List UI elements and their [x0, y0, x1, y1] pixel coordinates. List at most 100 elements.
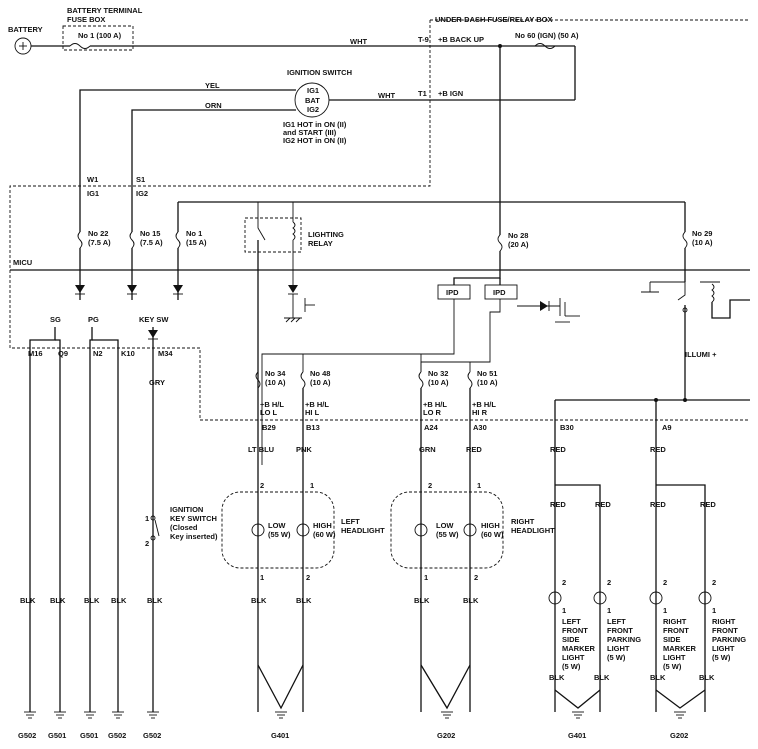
relay-coil — [292, 221, 296, 241]
b30-pin: B30 — [560, 423, 574, 432]
left-headlight-label-1: LEFT — [341, 517, 360, 526]
illumi-relay — [641, 248, 750, 400]
hl-lo-r-2: LO R — [423, 408, 441, 417]
fuse-100a-symbol — [69, 43, 91, 49]
red-wire-a9: RED — [650, 445, 666, 454]
m34-pin: M34 — [158, 349, 173, 358]
hl-hi-l-2: HI L — [305, 408, 320, 417]
fuse34-amp: (10 A) — [265, 378, 286, 387]
blk-wire-4: BLK — [111, 596, 127, 605]
ignition-key-switch-label-3: (Closed — [170, 523, 198, 532]
micu-label: MICU — [13, 258, 32, 267]
lighting-relay-label-2: RELAY — [308, 239, 333, 248]
ground-g202-b: G202 — [670, 731, 688, 740]
bat-terminal: BAT — [305, 96, 320, 105]
battery-label: BATTERY — [8, 25, 43, 34]
fuse-no60-label: No 60 (IGN) (50 A) — [515, 31, 579, 40]
lpk-label-3: PARKING — [607, 635, 641, 644]
left-low-label: LOW — [268, 521, 286, 530]
ig-note-line1: IG1 HOT in ON (II) — [283, 120, 347, 129]
rsm-pin1: 1 — [663, 606, 667, 615]
q9-pin: Q9 — [58, 349, 68, 358]
ignition-key-switch — [150, 515, 160, 541]
pg-label: PG — [88, 315, 99, 324]
right-hl-pin2: 2 — [428, 481, 432, 490]
blk-wire-5: BLK — [147, 596, 163, 605]
lsm-label-1: LEFT — [562, 617, 581, 626]
blk-wire-10: BLK — [549, 673, 565, 682]
red-wire-right-marker: RED — [650, 500, 666, 509]
fuse51-amp: (10 A) — [477, 378, 498, 387]
fuse48-no: No 48 — [310, 369, 330, 378]
k10-pin: K10 — [121, 349, 135, 358]
fuse15-no: No 15 — [140, 229, 160, 238]
fuse-15 — [129, 231, 135, 249]
left-high-watt: (60 W) — [313, 530, 336, 539]
fuse22-amp: (7.5 A) — [88, 238, 111, 247]
rsm-pin2: 2 — [663, 578, 667, 587]
diode-ig1 — [75, 248, 85, 300]
lpk-label-1: LEFT — [607, 617, 626, 626]
hl-lo-l-2: LO L — [260, 408, 277, 417]
fuse34-no: No 34 — [265, 369, 286, 378]
fuse-51 — [467, 371, 473, 389]
ignition-key-switch-label-4: Key inserted) — [170, 532, 218, 541]
blk-wire-3: BLK — [84, 596, 100, 605]
rpk-label-5: (5 W) — [712, 653, 731, 662]
left-parking-bulb — [593, 591, 607, 605]
sg-label: SG — [50, 315, 61, 324]
left-low-bulb — [251, 523, 265, 537]
lighting-relay-label-1: LIGHTING — [308, 230, 344, 239]
left-hl-pin1: 1 — [310, 481, 314, 490]
rsm-label-5: LIGHT — [663, 653, 686, 662]
blk-wire-2: BLK — [50, 596, 66, 605]
lpk-label-5: (5 W) — [607, 653, 626, 662]
red-wire-left-parking: RED — [595, 500, 611, 509]
ground-g202-a: G202 — [437, 731, 455, 740]
fuse32-no: No 32 — [428, 369, 448, 378]
a30-pin: A30 — [473, 423, 487, 432]
relay-transistor — [284, 285, 315, 323]
ipd-2-label: IPD — [493, 288, 506, 297]
left-low-watt: (55 W) — [268, 530, 291, 539]
rpk-label-4: LIGHT — [712, 644, 735, 653]
ground-g501-b: G501 — [80, 731, 98, 740]
hl-lo-r-1: +B H/L — [423, 400, 447, 409]
ig-note-line3: IG2 HOT in ON (II) — [283, 136, 347, 145]
key-switch-pin-2: 2 — [145, 539, 149, 548]
b29-pin: B29 — [262, 423, 276, 432]
a9-pin: A9 — [662, 423, 672, 432]
pnk-wire: PNK — [296, 445, 312, 454]
t9-pin: T-9 — [418, 35, 429, 44]
lpk-pin1: 1 — [607, 606, 611, 615]
right-low-watt: (55 W) — [436, 530, 459, 539]
hl-lo-l-1: +B H/L — [260, 400, 284, 409]
fuse48-amp: (10 A) — [310, 378, 331, 387]
n2-pin: N2 — [93, 349, 103, 358]
left-headlight-label-2: HEADLIGHT — [341, 526, 385, 535]
right-high-watt: (60 W) — [481, 530, 504, 539]
ipd-diode — [540, 301, 548, 311]
gry-wire: GRY — [149, 378, 165, 387]
left-high-label: HIGH — [313, 521, 332, 530]
rpk-pin2: 2 — [712, 578, 716, 587]
fuse-48 — [300, 371, 306, 389]
ground-g502-b: G502 — [108, 731, 126, 740]
lpk-pin2: 2 — [607, 578, 611, 587]
left-side-marker-bulb — [548, 591, 562, 605]
hl-hi-r-1: +B H/L — [472, 400, 496, 409]
fuse-no60-symbol — [534, 43, 556, 49]
yel-wire-label: YEL — [205, 81, 220, 90]
rpk-label-2: FRONT — [712, 626, 738, 635]
hl-hi-l-1: +B H/L — [305, 400, 329, 409]
key-switch-pin-1: 1 — [145, 514, 149, 523]
under-dash-box-title: UNDER-DASH FUSE/RELAY BOX — [435, 15, 553, 24]
illumi-label: ILLUMI + — [685, 350, 717, 359]
fuse-29 — [682, 231, 688, 249]
right-high-bulb — [463, 523, 477, 537]
rsm-label-1: RIGHT — [663, 617, 687, 626]
ground-g502-a: G502 — [18, 731, 36, 740]
right-headlight-label-2: HEADLIGHT — [511, 526, 555, 535]
lighting-relay-box — [244, 217, 302, 253]
fuse28-amp: (20 A) — [508, 240, 529, 249]
